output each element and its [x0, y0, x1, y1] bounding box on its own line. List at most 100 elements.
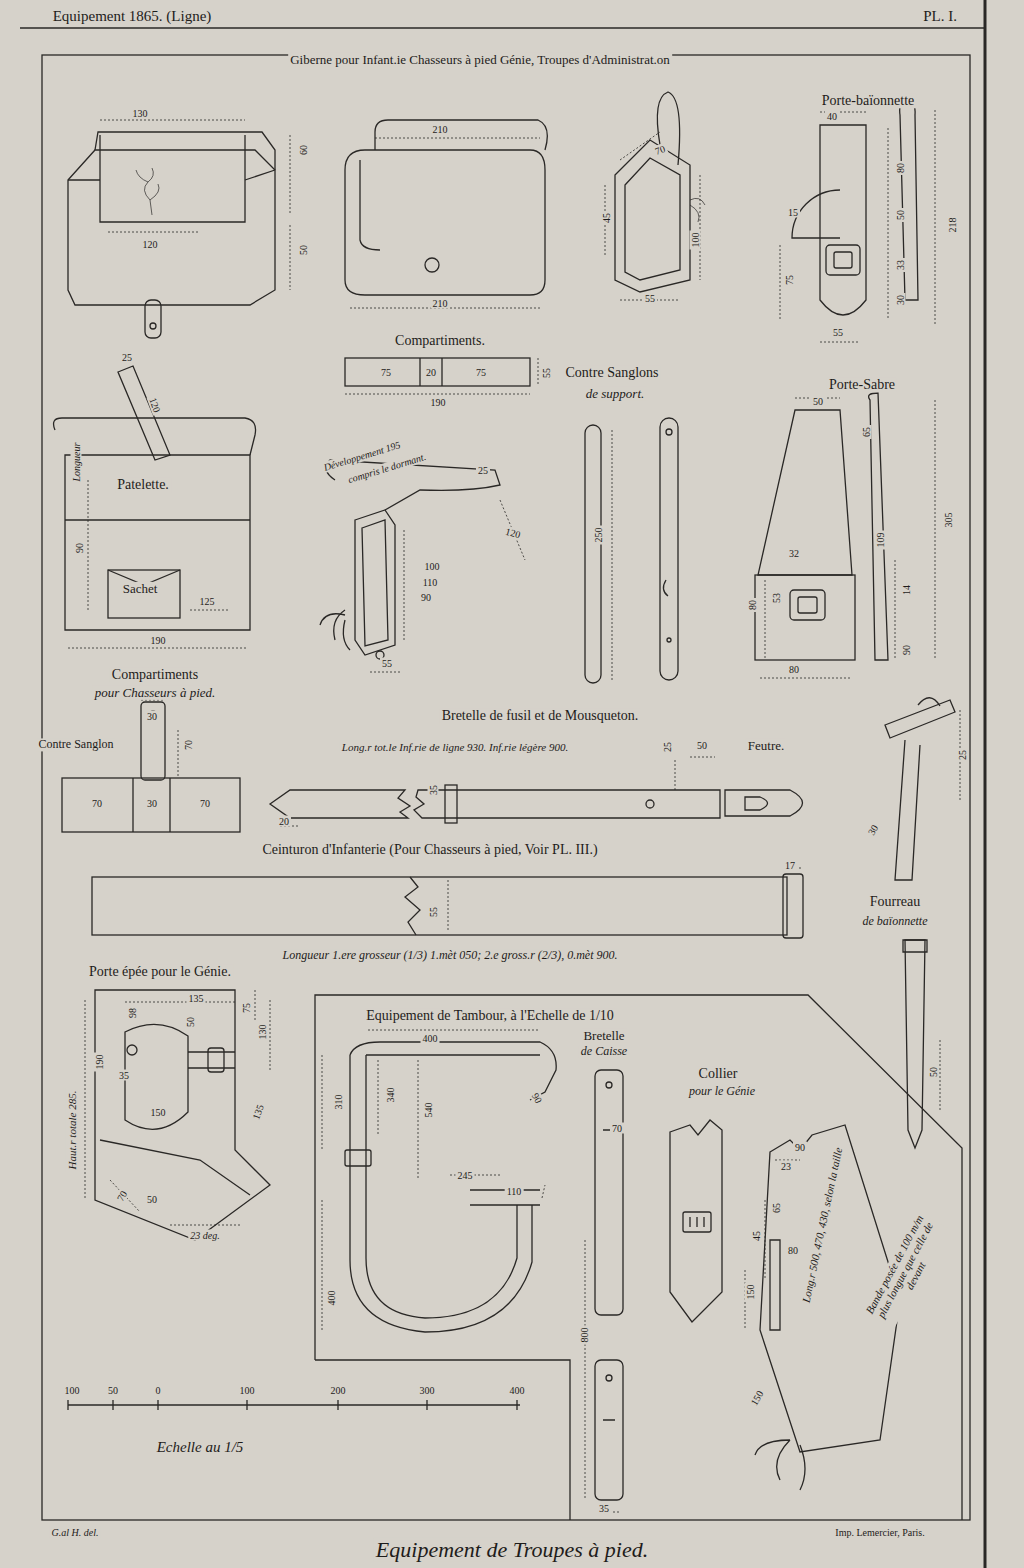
dimension-label: 130 — [131, 108, 150, 119]
dimension-label: 150 — [149, 1107, 168, 1118]
dimension-label: G.al H. del. — [50, 1527, 101, 1538]
part-name: Echelle au 1/5 — [155, 1439, 246, 1456]
dimension-label: 150 — [745, 1283, 756, 1302]
dimension-label: 70 — [183, 738, 194, 752]
dimension-label: 135 — [250, 1101, 267, 1123]
part-name: Giberne pour Infant.ie Chasseurs à pied … — [288, 53, 672, 67]
dimension-label: 50 — [185, 1015, 196, 1029]
dimension-label: 210 — [431, 124, 450, 135]
dimension-label: 70 — [90, 798, 104, 809]
bretelle-fusil — [270, 757, 803, 826]
part-name: Feutre. — [746, 739, 786, 753]
dimension-label: 60 — [298, 143, 309, 157]
dimension-label: 80 — [786, 1245, 800, 1256]
dimension-label: 23 — [779, 1161, 793, 1172]
dimension-label: 75 — [784, 273, 795, 287]
dimension-label: 400 — [421, 1033, 440, 1044]
dimension-label: 75 — [474, 367, 488, 378]
dimension-label: 25 — [120, 352, 134, 363]
dimension-label: 800 — [579, 1326, 590, 1345]
dimension-label: 50 — [895, 208, 906, 222]
dimension-label: 109 — [875, 531, 886, 550]
dimension-label: 65 — [771, 1201, 782, 1215]
dimension-label: 100 — [63, 1385, 82, 1396]
porte-sabre — [755, 393, 935, 678]
dimension-label: 300 — [418, 1385, 437, 1396]
dimension-label: 120 — [502, 525, 523, 541]
scale-bar — [68, 1400, 520, 1410]
dimension-label: 40 — [825, 111, 839, 122]
dimension-label: 190 — [94, 1053, 105, 1072]
dimension-label: 55 — [380, 658, 394, 669]
part-name: Contre Sanglon — [37, 738, 116, 751]
dimension-label: 90 — [74, 541, 85, 555]
dimension-label: Long.r tot.le Inf.rie de ligne 930. Inf.… — [340, 741, 570, 753]
part-name: Longueur 1.ere grosseur (1/3) 1.mèt 050;… — [281, 949, 620, 962]
part-name: Compartiments. — [393, 333, 487, 348]
dimension-label: 340 — [385, 1086, 396, 1105]
dimension-label: 35 — [117, 1070, 131, 1081]
part-name: PL. I. — [921, 8, 959, 25]
dimension-label: 305 — [943, 511, 954, 530]
dimension-label: 50 — [106, 1385, 120, 1396]
dimension-label: 30 — [865, 821, 882, 839]
dimension-label: 70 — [652, 142, 669, 157]
strap-detail — [885, 698, 960, 880]
part-name: pour Chasseurs à pied. — [93, 686, 218, 700]
dimension-label: 80 — [895, 161, 906, 175]
dimension-label: 400 — [508, 1385, 527, 1396]
part-name: Sachet — [121, 582, 160, 596]
equipement-tambour — [322, 1030, 556, 1332]
dimension-label: 70 — [114, 1187, 131, 1205]
dimension-label: 17 — [783, 860, 797, 871]
part-name: Porte-Sabre — [827, 377, 897, 392]
part-name: Fourreau — [868, 894, 923, 909]
dimension-label: 90 — [793, 1142, 807, 1153]
plate-caption: Equipement de Troupes à pied. — [374, 1538, 650, 1562]
dimension-label: 23 deg. — [188, 1230, 221, 1241]
compartiments — [345, 358, 538, 394]
porte-baionnette — [780, 100, 935, 342]
dimension-label: 20 — [277, 816, 291, 827]
dimension-label: 25 — [957, 748, 968, 762]
dimension-label: 90 — [529, 1089, 546, 1107]
dimension-label: 250 — [593, 526, 604, 545]
dimension-label: 218 — [947, 216, 958, 235]
header-rule — [20, 27, 985, 28]
dimension-label: 65 — [861, 425, 872, 439]
dimension-label: 35 — [597, 1503, 611, 1514]
dimension-label: 80 — [787, 664, 801, 675]
patelette-box — [54, 366, 256, 648]
dimension-label: 100 — [690, 231, 701, 250]
dimension-label: 120 — [147, 394, 164, 416]
dimension-label: 540 — [423, 1101, 434, 1120]
part-name: Porte épée pour le Génie. — [87, 964, 233, 979]
part-name: Contre Sanglons — [564, 365, 661, 380]
part-name: Porte-baïonnette — [820, 93, 917, 108]
ceinturon — [92, 868, 803, 938]
dimension-label: 35 — [428, 783, 439, 797]
part-name: Ceinturon d'Infanterie (Pour Chasseurs à… — [260, 842, 599, 857]
part-name: de baïonnette — [861, 915, 930, 928]
dimension-label: 20 — [424, 367, 438, 378]
dimension-label: 55 — [643, 293, 657, 304]
dimension-label: 15 — [786, 207, 800, 218]
dimension-label: 98 — [127, 1006, 138, 1020]
dimension-label: 120 — [141, 239, 160, 250]
giberne-genie — [345, 120, 547, 308]
dimension-label: Imp. Lemercier, Paris. — [833, 1527, 926, 1538]
dimension-label: 50 — [695, 740, 709, 751]
page-edge — [984, 0, 987, 1568]
part-name: Compartiments — [110, 667, 200, 682]
dimension-label: Longueur — [71, 441, 82, 484]
dimension-label: 70 — [198, 798, 212, 809]
dimension-label: Long.r 500, 470, 430, selon la taille — [799, 1144, 845, 1305]
dimension-label: 30 — [145, 711, 159, 722]
part-name: de support. — [584, 387, 647, 401]
dimension-label: 90 — [419, 592, 433, 603]
dimension-label: 100 — [238, 1385, 257, 1396]
dimension-label: 32 — [787, 548, 801, 559]
plate-frame — [42, 55, 970, 1520]
dimension-label: 125 — [198, 596, 217, 607]
bretelle-caisse — [585, 1070, 623, 1512]
